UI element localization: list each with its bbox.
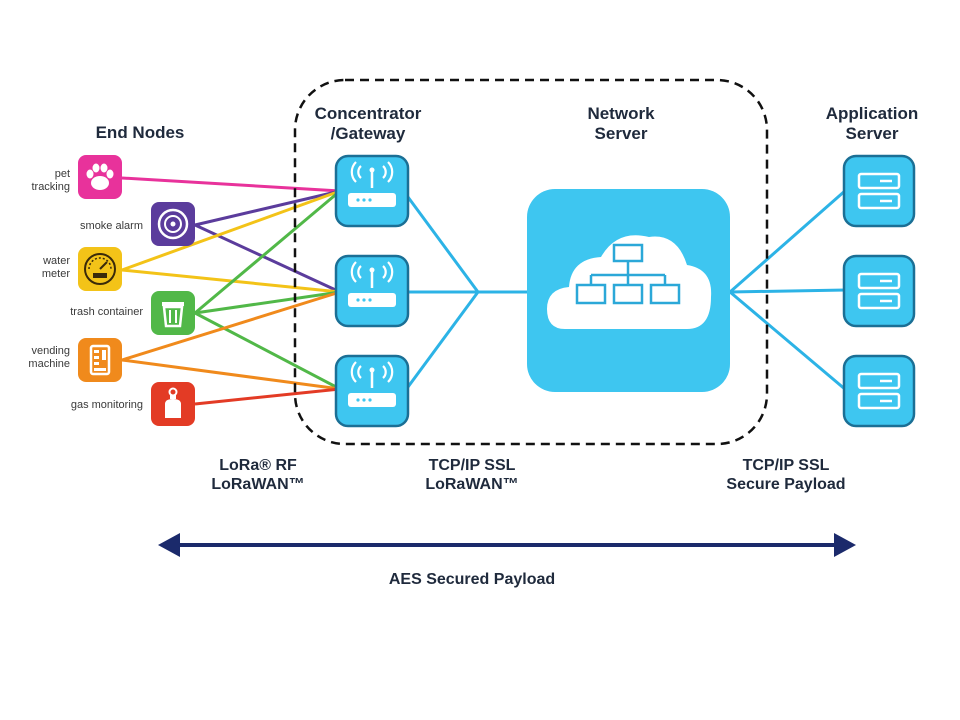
connection-line [121, 358, 341, 391]
server-icon [842, 254, 916, 328]
svg-text:pet: pet [55, 168, 70, 180]
connection-line [121, 189, 341, 272]
aes-secured-payload-label: AES Secured Payload [389, 571, 555, 588]
meter-gauge-icon [78, 247, 122, 291]
application-server-header-line1: Application [826, 104, 919, 123]
end-node-label: vending machine [28, 345, 70, 370]
trash-bin-icon [151, 291, 195, 335]
svg-text:tracking: tracking [31, 181, 70, 193]
server-icon [842, 154, 916, 228]
end-node-label: pet tracking [31, 168, 70, 193]
gas-cylinder-icon [151, 382, 195, 426]
end-nodes-header: End Nodes [96, 123, 185, 142]
connection-line [194, 189, 341, 227]
paw-icon [78, 155, 122, 199]
end-node-connections [121, 176, 341, 406]
svg-text:smoke alarm: smoke alarm [80, 220, 143, 232]
lorawan-label: LoRaWAN™ [425, 476, 518, 493]
svg-text:water: water [42, 255, 70, 267]
network-server-header-line1: Network [587, 104, 655, 123]
gateway-antenna-icon [334, 254, 410, 328]
gateway-header-line2: /Gateway [331, 124, 406, 143]
secure-payload-label: Secure Payload [726, 476, 845, 493]
connection-line [121, 176, 341, 193]
svg-text:gas monitoring: gas monitoring [71, 399, 143, 411]
end-node-label: gas monitoring [71, 399, 143, 411]
end-node-label: trash container [70, 306, 143, 318]
connection-line [194, 290, 341, 315]
gateway-network-connections [403, 192, 530, 392]
svg-text:trash container: trash container [70, 306, 143, 318]
aes-secured-arrow [158, 533, 856, 557]
smoke-alarm-icon [151, 202, 195, 246]
tcp-ip-ssl-label: TCP/IP SSL [429, 457, 516, 474]
connection-line [194, 311, 341, 391]
end-node-label: water meter [42, 255, 70, 280]
svg-text:machine: machine [28, 358, 70, 370]
svg-text:vending: vending [31, 345, 70, 357]
tcp-ip-ssl-label: TCP/IP SSL [743, 457, 830, 474]
gateway-antenna-icon [334, 154, 410, 228]
network-application-connections [729, 188, 847, 392]
lorawan-label: LoRaWAN™ [211, 476, 304, 493]
gateway-header-line1: Concentrator [315, 104, 422, 123]
end-node-label: smoke alarm [80, 220, 143, 232]
lora-rf-label: LoRa® RF [219, 457, 297, 474]
cloud-network-icon [527, 189, 730, 392]
gateway-antenna-icon [334, 354, 410, 428]
network-server-header-line2: Server [595, 124, 648, 143]
connection-line [121, 290, 341, 362]
dashed-boundary-box [293, 78, 769, 446]
application-server-header-line2: Server [846, 124, 899, 143]
svg-text:meter: meter [42, 268, 70, 280]
server-icon [842, 354, 916, 428]
connection-line [194, 387, 341, 406]
connection-line [194, 189, 341, 315]
vending-machine-icon [78, 338, 122, 382]
